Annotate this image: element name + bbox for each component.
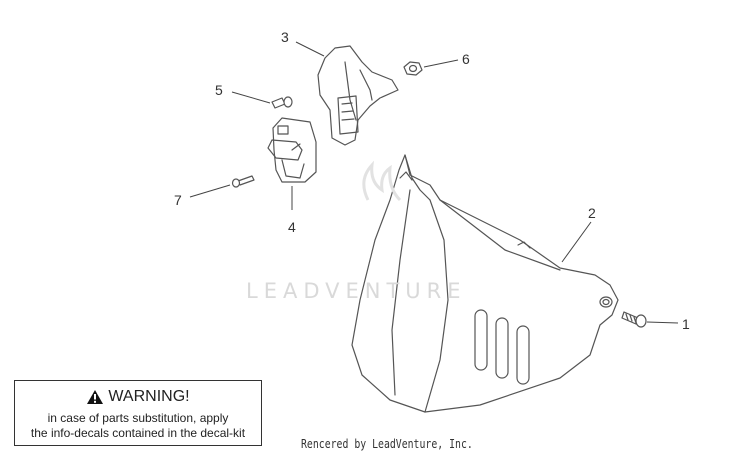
leader-line-5 [231,91,271,104]
callout-4: 4 [288,219,296,235]
callout-2: 2 [588,205,596,221]
leader-line-1 [646,321,679,324]
warning-box: WARNING! in case of parts substitution, … [14,380,262,446]
callout-3: 3 [281,29,289,45]
credit-text: Rencered by LeadVenture, Inc. [301,437,473,451]
leader-line-7 [189,184,231,198]
part-6-nut [403,61,423,76]
leader-line-3 [295,41,325,57]
part-4-bracket [267,117,317,183]
watermark-text: LEADVENTURE [246,279,467,303]
warning-line-2: the info-decals contained in the decal-k… [30,426,246,440]
callout-7: 7 [174,192,182,208]
part-5-screw [271,96,293,109]
callout-1: 1 [682,316,690,332]
callout-6: 6 [462,51,470,67]
watermark-flame-icon [362,160,402,202]
part-7-screw [231,175,255,188]
part-2-cover [351,154,619,413]
leader-line-6 [423,59,459,68]
warning-triangle-icon [87,390,104,404]
warning-title: WARNING! [15,387,261,407]
warning-heading: WARNING! [108,388,190,405]
part-1-bolt [621,311,647,328]
callout-5: 5 [215,82,223,98]
part-3-bracket [317,45,399,146]
warning-line-1: in case of parts substitution, apply [47,411,229,425]
leader-line-2 [561,221,592,263]
